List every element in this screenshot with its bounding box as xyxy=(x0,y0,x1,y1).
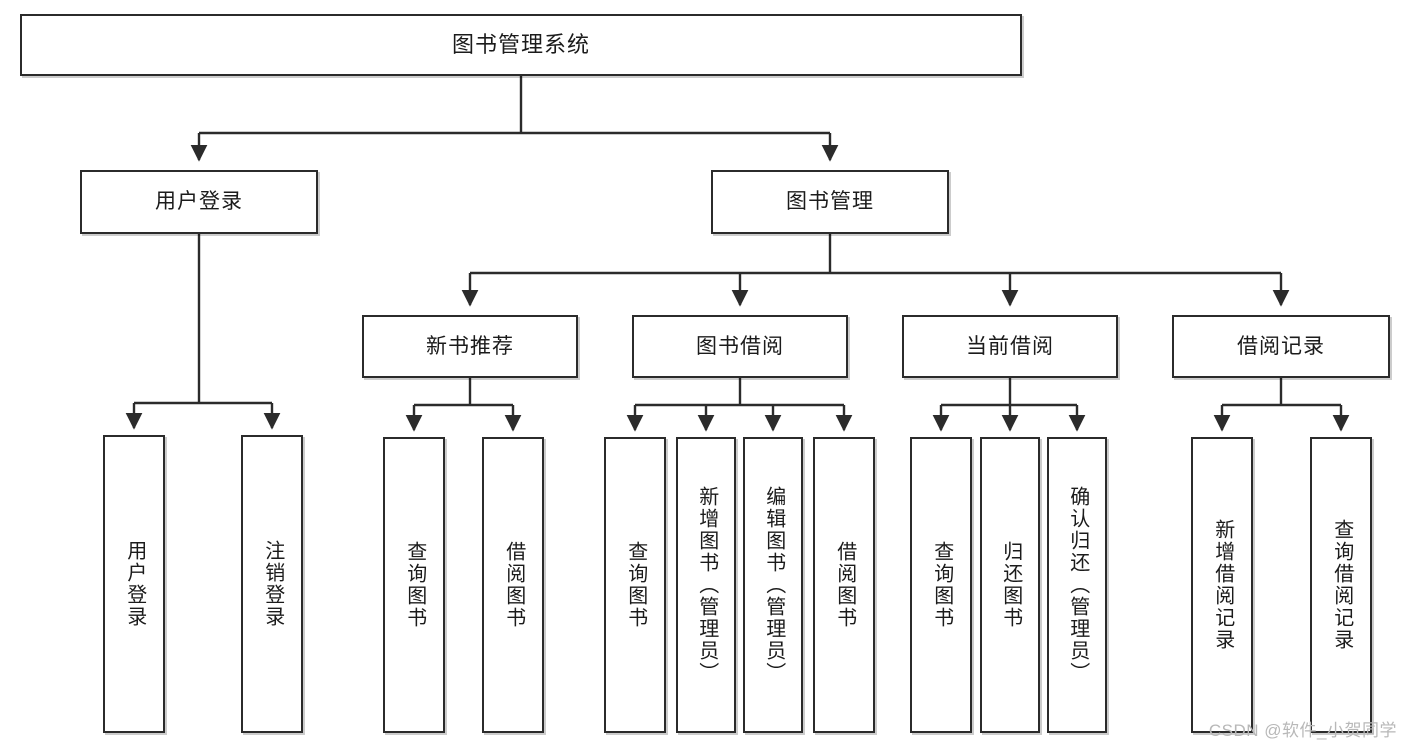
node-leaf-edit-book-admin[interactable]: 编辑图书（管理员） xyxy=(743,437,803,733)
node-leaf-logout-login[interactable]: 注销登录 xyxy=(241,435,303,733)
node-label: 用户登录 xyxy=(155,190,243,214)
node-book-manage[interactable]: 图书管理 xyxy=(711,170,949,234)
node-label: 新增借阅记录 xyxy=(1211,519,1234,651)
node-leaf-borrow-book-1[interactable]: 借阅图书 xyxy=(482,437,544,733)
node-new-book-recommend[interactable]: 新书推荐 xyxy=(362,315,578,378)
node-label: 借阅图书 xyxy=(833,541,856,629)
node-label: 查询图书 xyxy=(930,541,953,629)
node-label: 查询图书 xyxy=(624,541,647,629)
node-current-borrow[interactable]: 当前借阅 xyxy=(902,315,1118,378)
node-leaf-confirm-return-admin[interactable]: 确认归还（管理员） xyxy=(1047,437,1107,733)
node-label: 图书管理 xyxy=(786,190,874,214)
node-leaf-query-book-1[interactable]: 查询图书 xyxy=(383,437,445,733)
node-leaf-borrow-book-2[interactable]: 借阅图书 xyxy=(813,437,875,733)
node-label: 当前借阅 xyxy=(966,334,1054,358)
node-label: 查询图书 xyxy=(403,541,426,629)
node-label: 借阅记录 xyxy=(1237,334,1325,358)
node-book-management-system[interactable]: 图书管理系统 xyxy=(20,14,1022,76)
node-label: 新书推荐 xyxy=(426,334,514,358)
node-label: 新增图书（管理员） xyxy=(695,486,718,684)
node-label: 图书借阅 xyxy=(696,334,784,358)
node-leaf-add-book-admin[interactable]: 新增图书（管理员） xyxy=(676,437,736,733)
node-leaf-return-book[interactable]: 归还图书 xyxy=(980,437,1040,733)
node-label: 确认归还（管理员） xyxy=(1066,486,1089,684)
node-label: 查询借阅记录 xyxy=(1330,519,1353,651)
node-leaf-add-borrow-record[interactable]: 新增借阅记录 xyxy=(1191,437,1253,733)
node-user-login[interactable]: 用户登录 xyxy=(80,170,318,234)
node-label: 归还图书 xyxy=(999,541,1022,629)
node-label: 图书管理系统 xyxy=(451,31,590,57)
node-label: 注销登录 xyxy=(261,540,284,628)
node-leaf-query-book-3[interactable]: 查询图书 xyxy=(910,437,972,733)
node-leaf-user-login[interactable]: 用户登录 xyxy=(103,435,165,733)
node-borrow-record[interactable]: 借阅记录 xyxy=(1172,315,1390,378)
node-leaf-query-borrow-record[interactable]: 查询借阅记录 xyxy=(1310,437,1372,733)
node-leaf-query-book-2[interactable]: 查询图书 xyxy=(604,437,666,733)
node-label: 编辑图书（管理员） xyxy=(762,486,785,684)
node-label: 借阅图书 xyxy=(502,541,525,629)
node-label: 用户登录 xyxy=(123,540,146,628)
node-book-borrow[interactable]: 图书借阅 xyxy=(632,315,848,378)
csdn-watermark: CSDN @软件_小贺同学 xyxy=(1208,721,1397,740)
